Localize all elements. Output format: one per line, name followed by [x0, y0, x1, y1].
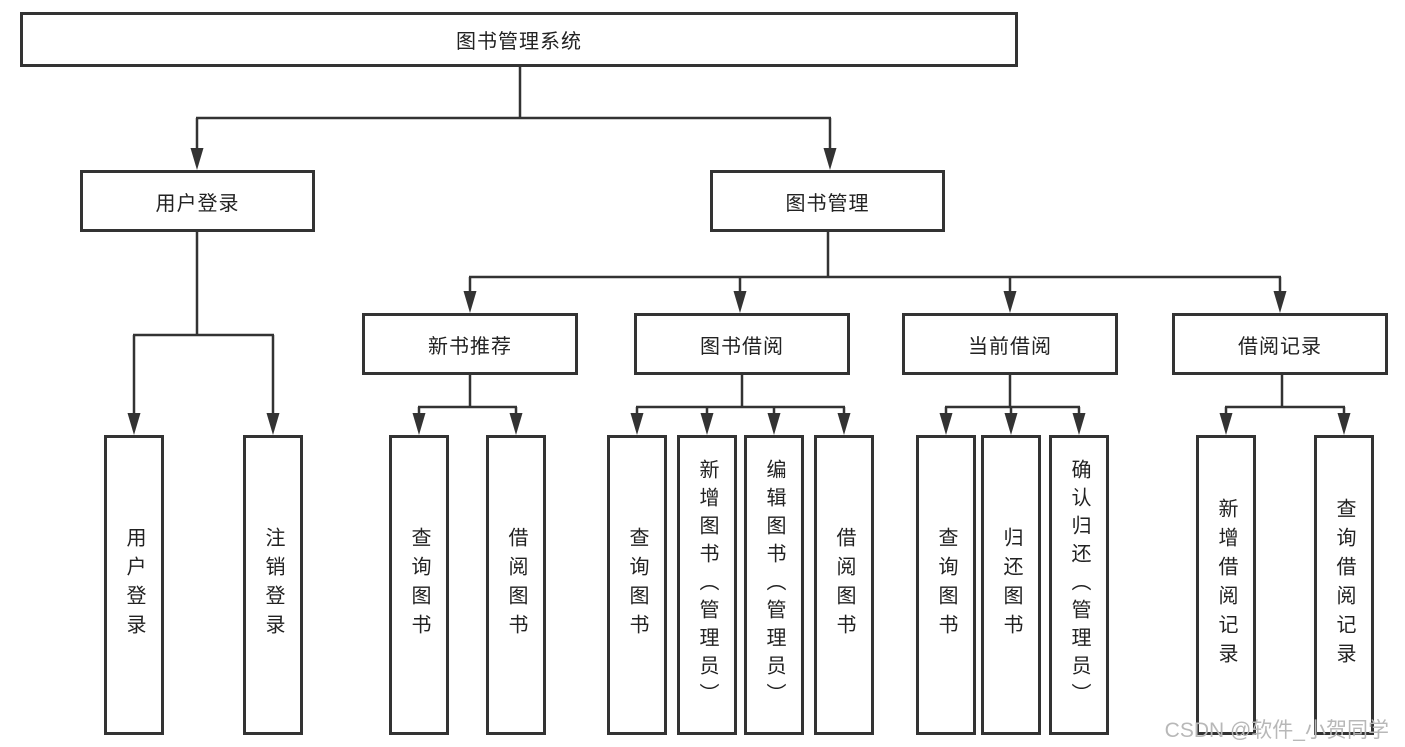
- csdn-watermark: CSDN @软件_小贺同学: [1164, 719, 1389, 742]
- leaf-return-books: 归还图书: [981, 435, 1041, 735]
- node-book-management: 图书管理: [710, 170, 945, 232]
- leaf-logout: 注销登录: [243, 435, 303, 735]
- leaf-query-books-current: 查询图书: [916, 435, 976, 735]
- node-borrow-records: 借阅记录: [1172, 313, 1388, 375]
- node-current-borrow: 当前借阅: [902, 313, 1118, 375]
- leaf-add-book-admin: 新增图书（管理员）: [677, 435, 737, 735]
- leaf-edit-book-admin: 编辑图书（管理员）: [744, 435, 804, 735]
- leaf-query-books-recommend: 查询图书: [389, 435, 449, 735]
- leaf-user-login: 用户登录: [104, 435, 164, 735]
- connector-lines: [127, 67, 1351, 435]
- leaf-query-borrow-record: 查询借阅记录: [1314, 435, 1374, 735]
- node-book-management-system: 图书管理系统: [20, 12, 1018, 67]
- node-new-book-recommend: 新书推荐: [362, 313, 578, 375]
- leaf-borrow-books: 借阅图书: [814, 435, 874, 735]
- leaf-confirm-return-admin: 确认归还（管理员）: [1049, 435, 1109, 735]
- leaf-borrow-books-recommend: 借阅图书: [486, 435, 546, 735]
- leaf-add-borrow-record: 新增借阅记录: [1196, 435, 1256, 735]
- leaf-query-books-borrow: 查询图书: [607, 435, 667, 735]
- node-book-borrow: 图书借阅: [634, 313, 850, 375]
- node-user-login: 用户登录: [80, 170, 315, 232]
